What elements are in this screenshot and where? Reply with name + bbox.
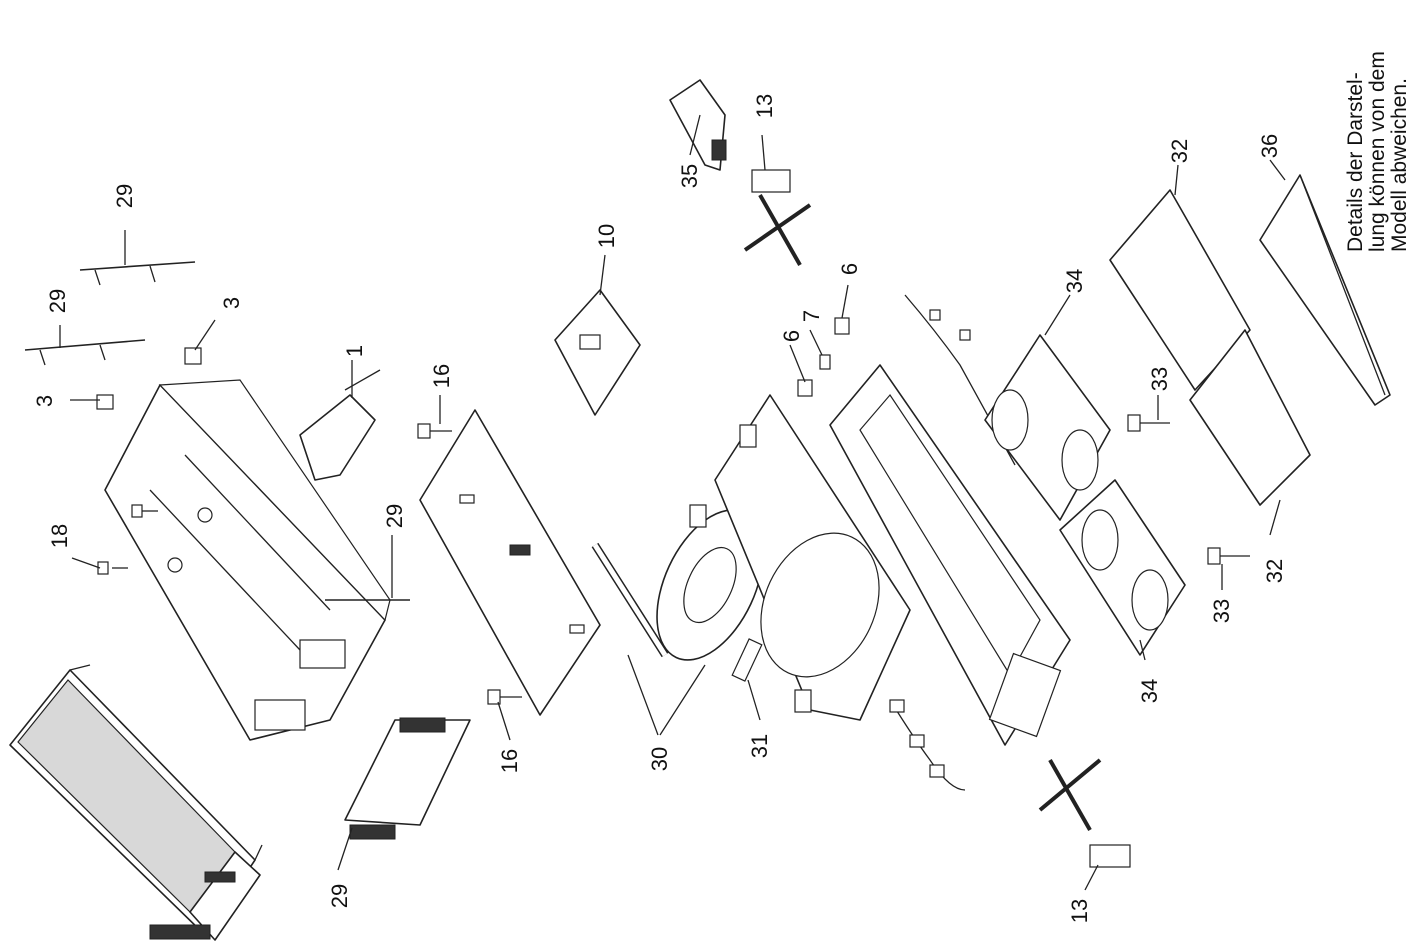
- callout-13-lower: 13: [1067, 898, 1092, 924]
- part-29-light-holder: [344, 717, 471, 840]
- coupler-13-upper: [743, 169, 812, 266]
- callout-6-lower: 6: [779, 329, 804, 343]
- part-7-spring: [819, 354, 831, 370]
- note-line-2: lung können von dem: [1366, 51, 1389, 252]
- screw-33-top: [1127, 414, 1170, 432]
- callout-10: 10: [594, 223, 619, 249]
- side-frame-32-lower: [1189, 329, 1311, 506]
- screw-16-top: [417, 423, 452, 439]
- callout-29-d: 29: [327, 883, 352, 909]
- part-3-left: [96, 394, 114, 410]
- body-shell: [104, 379, 391, 741]
- callout-3-right: 3: [219, 296, 244, 310]
- callout-35: 35: [677, 163, 702, 189]
- screw-16-bottom: [487, 689, 522, 705]
- decoder-board-10: [554, 289, 641, 416]
- callout-31: 31: [747, 733, 772, 759]
- callout-18: 18: [47, 523, 72, 549]
- callout-29-a: 29: [45, 288, 70, 314]
- screw-body: [131, 504, 158, 518]
- callout-7: 7: [799, 309, 824, 323]
- part-6-lower: [797, 379, 813, 397]
- side-frame-32-upper: [1109, 189, 1251, 391]
- callout-16-bottom: 16: [497, 748, 522, 774]
- disclaimer-note: Details der Darstel- lung können von dem…: [1344, 51, 1411, 252]
- wire-harness: [889, 294, 1016, 791]
- note-line-1: Details der Darstel-: [1344, 72, 1367, 252]
- callout-30: 30: [647, 746, 672, 772]
- callout-36: 36: [1257, 133, 1282, 159]
- callout-33-upper: 33: [1147, 366, 1172, 392]
- callout-3-left: 3: [32, 394, 57, 408]
- part-3-right: [184, 347, 202, 365]
- callout-13-upper: 13: [752, 93, 777, 119]
- part-29-rail-a: [24, 339, 146, 366]
- callout-33-lower: 33: [1209, 598, 1234, 624]
- bogie-34-upper: [984, 334, 1111, 521]
- coupler-13-lower: [1038, 758, 1131, 868]
- circuit-board-main: [419, 409, 601, 716]
- leader-lines: [59, 114, 1286, 891]
- callout-6-upper: 6: [837, 262, 862, 276]
- housing-roof-panel: [9, 664, 263, 941]
- callout-29-c: 29: [382, 503, 407, 529]
- part-29-rail-b: [79, 261, 196, 286]
- callout-32-upper: 32: [1167, 138, 1192, 164]
- screw-18: [97, 561, 128, 575]
- frame-36: [1259, 174, 1391, 406]
- rod-30: [591, 542, 669, 658]
- bogie-34-lower: [1059, 479, 1186, 656]
- callout-1: 1: [342, 344, 367, 358]
- callout-32-lower: 32: [1262, 558, 1287, 584]
- speaker-30: [656, 509, 764, 661]
- callout-34-upper: 34: [1062, 268, 1087, 294]
- note-line-3: Modell abweichen.: [1388, 78, 1411, 252]
- part-1-bracket: [299, 369, 381, 481]
- callout-34-lower: 34: [1137, 678, 1162, 704]
- part-31: [731, 638, 763, 682]
- screw-33-bottom: [1207, 547, 1250, 565]
- callout-29-b: 29: [112, 183, 137, 209]
- chassis: [829, 364, 1071, 746]
- part-6-upper: [834, 317, 850, 335]
- weight-frame: [689, 394, 911, 721]
- callout-16-top: 16: [429, 363, 454, 389]
